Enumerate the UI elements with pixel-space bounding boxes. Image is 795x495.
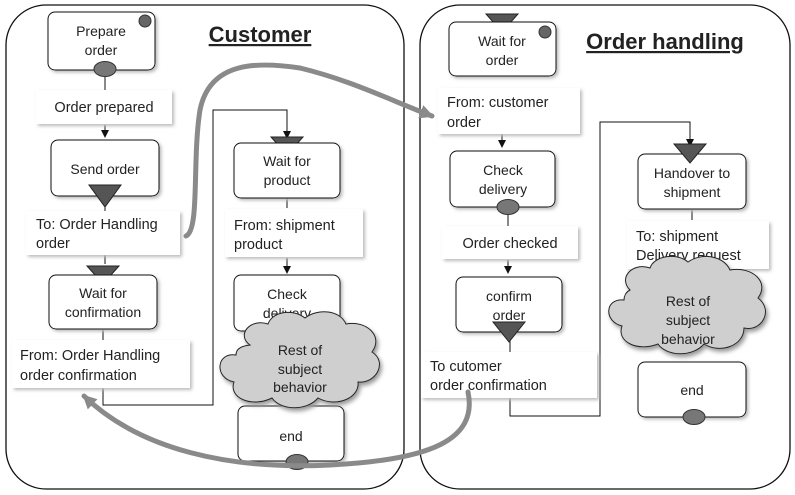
send-marker (491, 321, 527, 343)
order-checked-label-box (442, 226, 578, 259)
from-customer-line1: From: customer (447, 95, 549, 111)
send-marker (88, 184, 122, 208)
order-checked-label: Order checked (462, 236, 557, 252)
prepare-order-line1: Prepare (76, 23, 126, 39)
wait-product-state (233, 142, 341, 199)
from-order-handling-line1: From: Order Handling (20, 348, 160, 364)
oh-rest-line2: subject (666, 312, 710, 328)
wait-order-state (448, 21, 557, 77)
customer-check-delivery-line1: Check (267, 286, 308, 302)
handover-state (637, 153, 747, 210)
from-shipment-label-box (225, 209, 363, 257)
oh-end-text: end (680, 382, 703, 398)
order-prepared-label: Order prepared (54, 100, 153, 116)
customer-rest-line3: behavior (273, 379, 327, 395)
receive-marker (672, 143, 708, 164)
wait-product-line1: Wait for (263, 153, 311, 169)
from-order-handling-label-box (12, 340, 190, 388)
wait-confirmation-state (48, 274, 158, 330)
exit-connector (496, 199, 520, 215)
start-marker (538, 25, 552, 39)
wait-order-line1: Wait for (478, 33, 526, 49)
oh-check-delivery-state (449, 150, 556, 208)
from-customer-label-box (438, 88, 580, 134)
handover-line1: Handover to (654, 165, 730, 181)
from-customer-line2: order (447, 115, 481, 131)
from-shipment-line1: From: shipment (234, 218, 335, 234)
flow-line-to-handover (509, 121, 694, 417)
to-shipment-line1: To: shipment (636, 229, 718, 245)
to-customer-line2: order confirmation (430, 378, 547, 394)
from-shipment-line2: product (234, 237, 282, 253)
message-arrow-confirmation (81, 389, 472, 469)
wait-confirmation-line2: confirmation (65, 304, 141, 320)
oh-check-delivery-line1: Check (483, 162, 524, 178)
to-order-handling-line2: order (36, 236, 70, 252)
flow-line-to-wait-product (102, 109, 291, 406)
wait-order-line2: order (486, 52, 519, 68)
end-connector (682, 409, 706, 425)
to-customer-line1: To cutomer (430, 359, 502, 375)
to-order-handling-label-box (26, 211, 180, 255)
send-order-text: Send order (70, 161, 140, 177)
customer-title: Customer (209, 22, 312, 47)
customer-rest-line1: Rest of (278, 342, 322, 358)
to-order-handling-line1: To: Order Handling (36, 217, 158, 233)
confirm-order-line2: order (493, 307, 526, 323)
exit-connector (93, 61, 117, 77)
confirm-order-line1: confirm (486, 288, 532, 304)
oh-rest-line1: Rest of (666, 293, 710, 309)
from-order-handling-line2: order confirmation (20, 368, 137, 384)
oh-check-delivery-line2: delivery (479, 181, 527, 197)
prepare-order-line2: order (85, 42, 118, 58)
message-arrow-order (183, 62, 435, 239)
order-prepared-label-box (36, 90, 172, 124)
customer-rest-line2: subject (278, 361, 322, 377)
customer-rest-cloud (219, 311, 380, 409)
start-marker (138, 14, 152, 28)
wait-confirmation-line1: Wait for (79, 285, 127, 301)
customer-end-text: end (279, 428, 302, 444)
oh-rest-cloud (608, 255, 766, 355)
to-customer-label-box (421, 352, 597, 398)
wait-product-line2: product (264, 172, 311, 188)
oh-rest-line3: behavior (661, 331, 715, 347)
handover-line2: shipment (664, 184, 721, 200)
order-handling-title: Order handling (586, 29, 744, 54)
